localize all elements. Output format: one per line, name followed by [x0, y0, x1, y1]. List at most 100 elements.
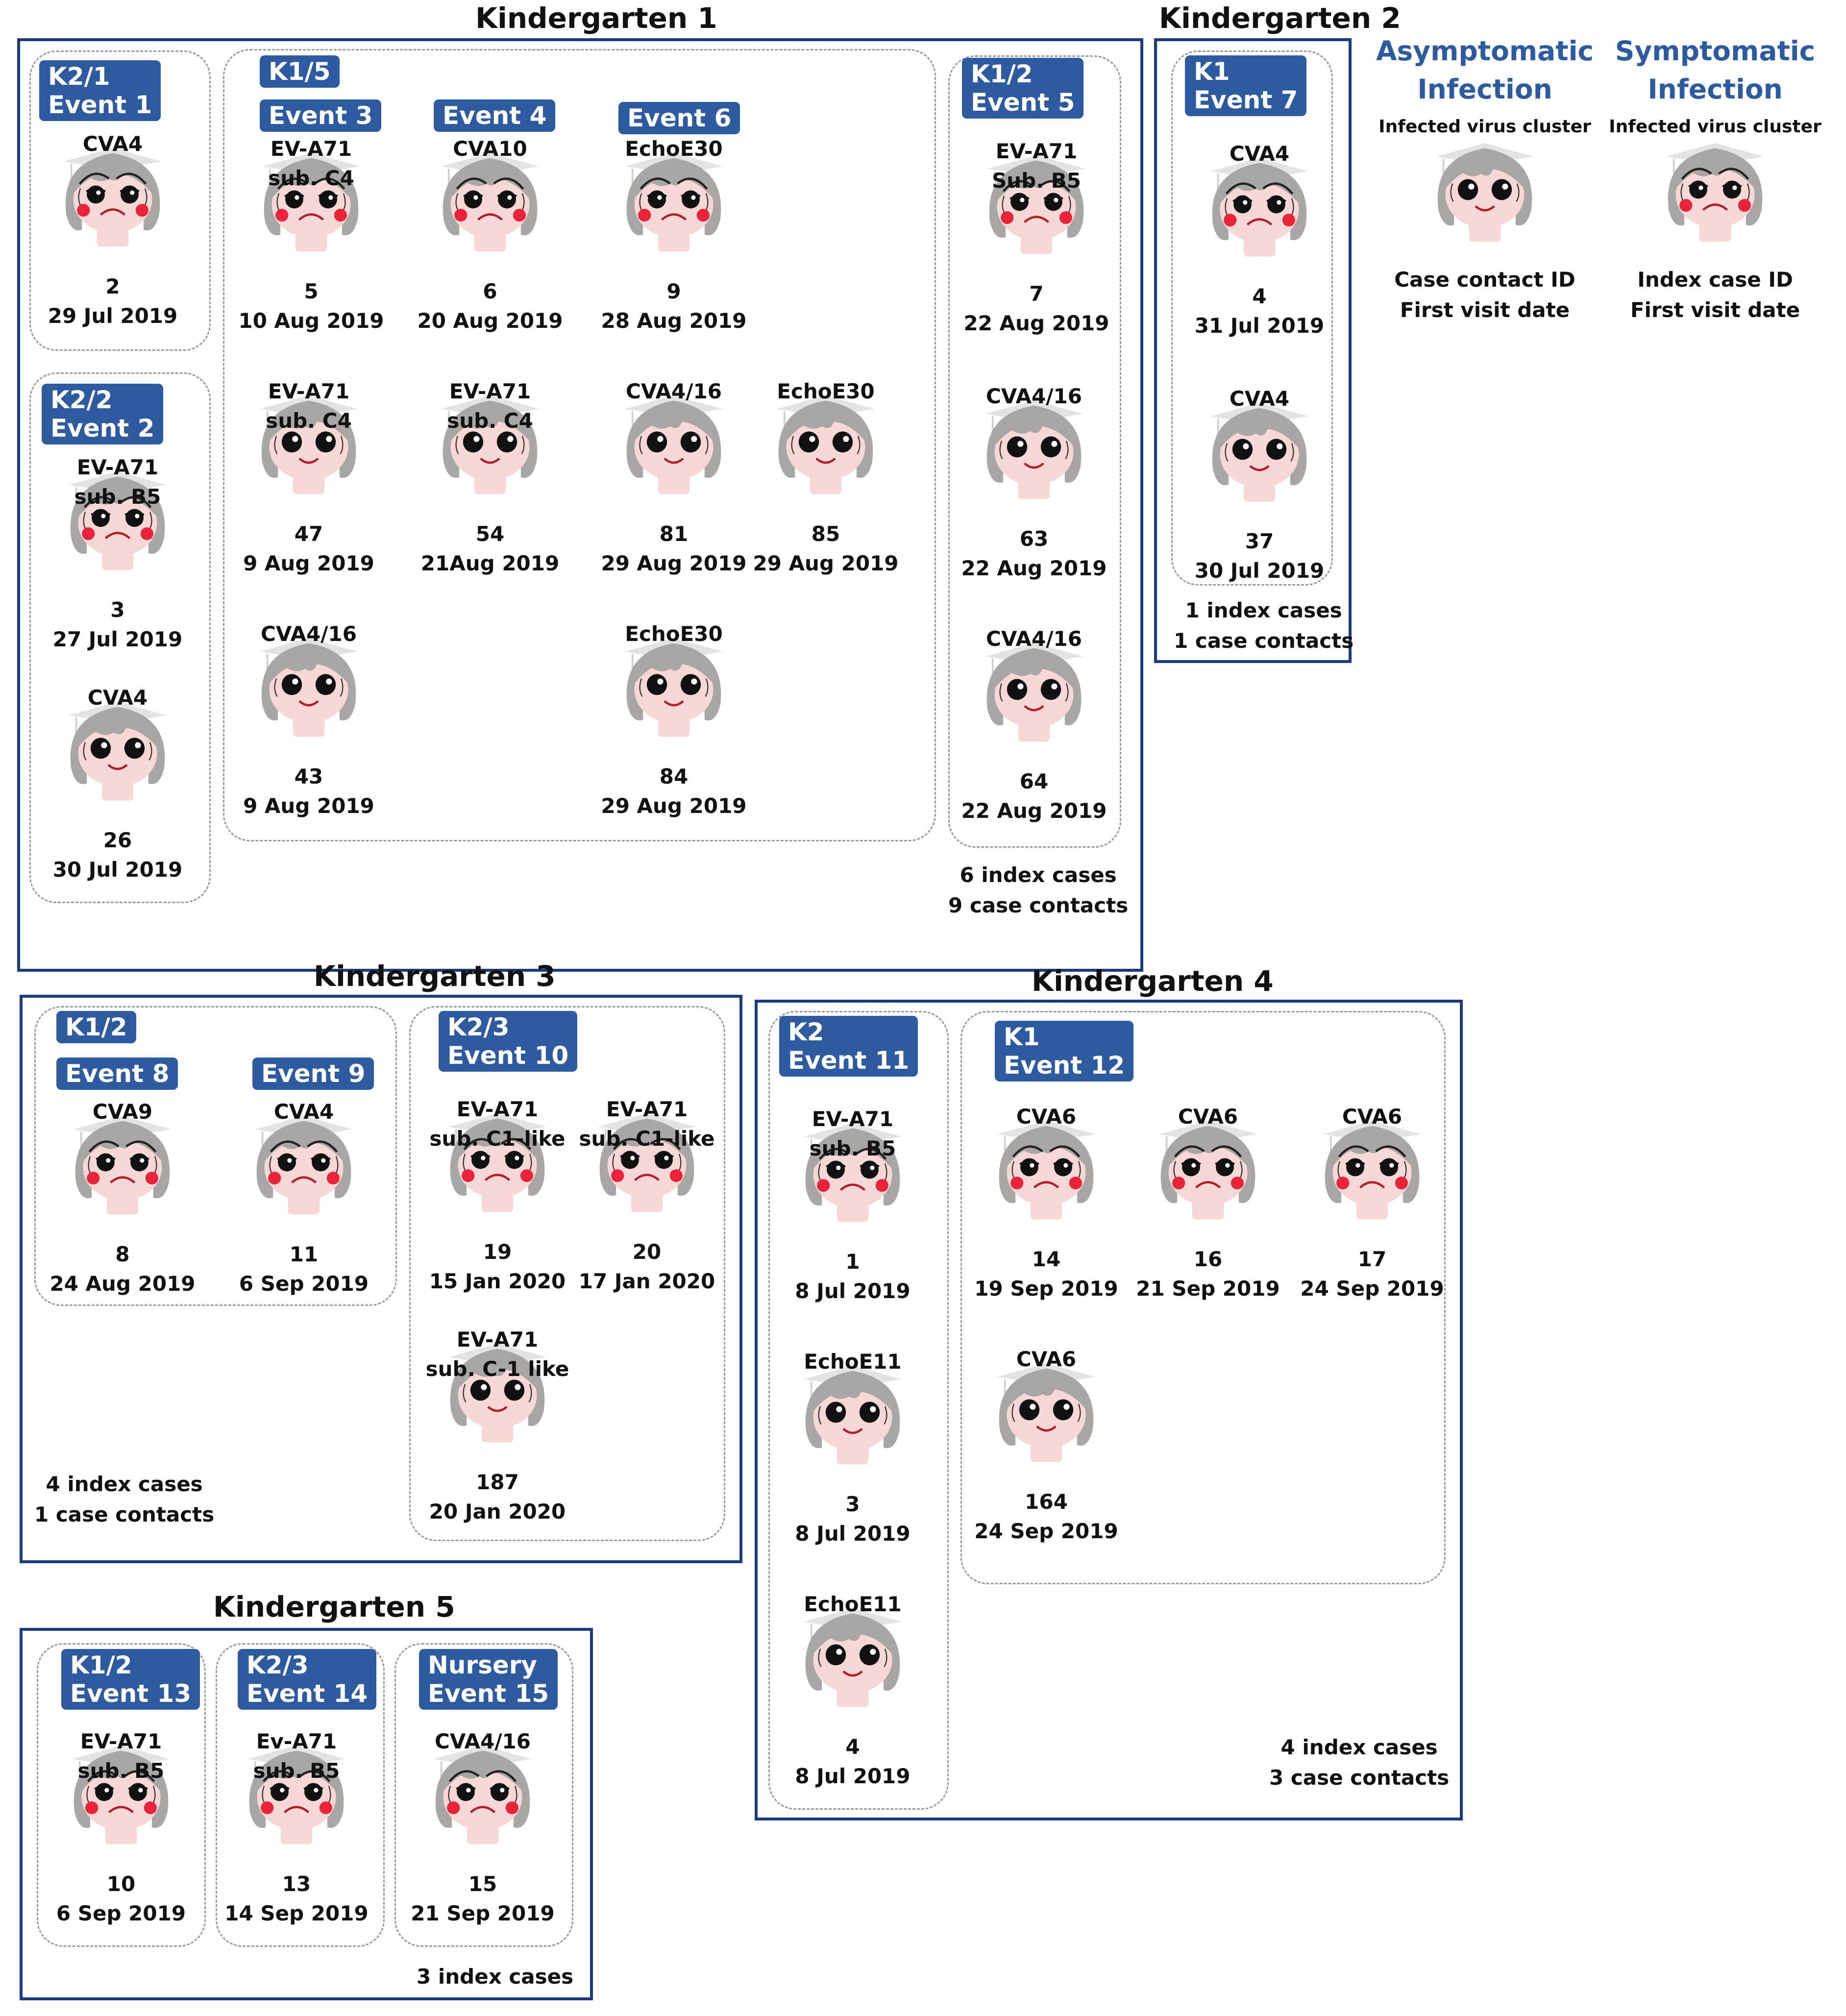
summary-line: 3 case contacts — [1269, 1766, 1450, 1790]
virus-cluster-label: EV-A71 sub. B5 — [77, 1729, 165, 1783]
event-tag: Event 4 — [434, 99, 556, 132]
class-event-tag: K1/2 Event 13 — [61, 1649, 200, 1710]
sick-child-icon — [434, 1745, 532, 1844]
class-event-tag: K1/2 — [56, 1011, 136, 1043]
sick-child-icon — [1159, 1120, 1257, 1220]
kindergarten-frame — [20, 1628, 593, 2000]
legend-caption-line: First visit date — [1400, 298, 1570, 322]
summary-line: 1 index cases — [1185, 598, 1342, 622]
first-visit-date: 8 Jul 2019 — [795, 1764, 911, 1788]
summary-line: 1 case contacts — [34, 1502, 215, 1526]
legend-sick-child-icon — [1666, 143, 1764, 242]
class-event-tag: K1/5 — [260, 55, 340, 88]
healthy-child-icon — [985, 400, 1083, 499]
virus-cluster-label: EV-A71 sub. B5 — [809, 1107, 896, 1160]
virus-cluster-label: EchoE11 — [804, 1350, 902, 1374]
first-visit-date: 20 Jan 2020 — [429, 1500, 566, 1524]
class-group — [216, 1643, 385, 1947]
legend-asymptomatic-title: Asymptomatic Infection — [1376, 35, 1594, 105]
legend-healthy-child-icon — [1436, 143, 1534, 242]
case-id: 64 — [1019, 769, 1049, 793]
healthy-child-icon — [625, 638, 723, 737]
first-visit-date: 21Aug 2019 — [420, 551, 560, 575]
case-id: 3 — [845, 1492, 860, 1516]
virus-cluster-label: CVA4/16 — [435, 1729, 531, 1753]
case-id: 26 — [103, 828, 132, 852]
case-id: 8 — [115, 1242, 130, 1266]
virus-cluster-label: CVA4 — [1229, 387, 1290, 411]
virus-cluster-label: EV-A71 sub. B5 — [74, 455, 161, 509]
kindergarten-frame — [17, 38, 1143, 972]
sick-child-icon — [74, 1115, 172, 1215]
sick-child-icon — [262, 152, 360, 252]
sick-child-icon — [625, 152, 723, 252]
virus-cluster-label: CVA4/16 — [261, 622, 357, 646]
class-group — [34, 1006, 397, 1306]
event-tag: Event 9 — [252, 1057, 374, 1090]
virus-cluster-label: CVA6 — [1178, 1105, 1238, 1129]
first-visit-date: 21 Sep 2019 — [1136, 1277, 1280, 1301]
kindergarten-frame — [1154, 38, 1352, 663]
first-visit-date: 9 Aug 2019 — [243, 794, 374, 818]
healthy-child-icon — [777, 395, 875, 494]
class-group — [394, 1643, 573, 1947]
kindergarten-frame — [755, 1000, 1463, 1820]
case-summary: 3 index cases — [417, 1962, 573, 1992]
sick-child-icon — [255, 1115, 353, 1215]
sick-child-icon — [247, 1745, 345, 1844]
case-id: 54 — [475, 522, 505, 546]
class-group — [223, 49, 936, 841]
index-case: CVA4 2 29 Jul 2019 — [39, 132, 186, 328]
kindergarten-title: Kindergarten 3 — [314, 959, 556, 993]
case-id: 84 — [659, 764, 689, 788]
first-visit-date: 17 Jan 2020 — [578, 1269, 715, 1293]
class-group — [409, 1006, 725, 1541]
virus-cluster-label: CVA4 — [273, 1100, 334, 1124]
first-visit-date: 19 Sep 2019 — [974, 1277, 1118, 1301]
case-summary: 1 index cases 1 case contacts — [1174, 595, 1354, 656]
class-event-tag: K1 Event 7 — [1185, 55, 1307, 116]
case-id: 5 — [304, 279, 319, 303]
first-visit-date: 8 Jul 2019 — [795, 1522, 911, 1546]
virus-cluster-label: CVA4 — [82, 132, 143, 156]
healthy-child-icon — [69, 701, 167, 801]
legend-caption-line: Case contact ID — [1394, 268, 1575, 292]
class-group — [960, 1011, 1446, 1584]
virus-cluster-label: CVA4 — [87, 686, 148, 710]
first-visit-date: 9 Aug 2019 — [243, 551, 374, 575]
healthy-child-icon — [260, 638, 358, 737]
healthy-child-icon — [625, 395, 723, 494]
case-id: 37 — [1245, 529, 1274, 553]
sick-child-icon — [72, 1745, 170, 1844]
virus-cluster-label: CVA6 — [1342, 1105, 1403, 1129]
case-id: 10 — [106, 1872, 136, 1896]
case-id: 9 — [666, 279, 681, 303]
first-visit-date: 22 Aug 2019 — [961, 556, 1107, 580]
case-id: 164 — [1025, 1490, 1068, 1514]
first-visit-date: 8 Jul 2019 — [795, 1279, 911, 1303]
first-visit-date: 22 Aug 2019 — [963, 311, 1109, 335]
summary-line: 1 case contacts — [1174, 629, 1354, 653]
first-visit-date: 29 Jul 2019 — [48, 304, 178, 328]
case-id: 2 — [105, 274, 120, 298]
first-visit-date: 10 Aug 2019 — [238, 309, 384, 333]
virus-cluster-label: EV-A71 sub. C1-like — [429, 1097, 566, 1151]
first-visit-date: 6 Sep 2019 — [239, 1272, 369, 1296]
class-event-tag: K1/2 Event 5 — [962, 58, 1084, 119]
sick-child-icon — [987, 155, 1085, 254]
sick-child-icon — [69, 471, 167, 570]
case-contact: EchoE11 3 8 Jul 2019 — [779, 1350, 926, 1546]
event-tag: Event 6 — [618, 102, 740, 134]
